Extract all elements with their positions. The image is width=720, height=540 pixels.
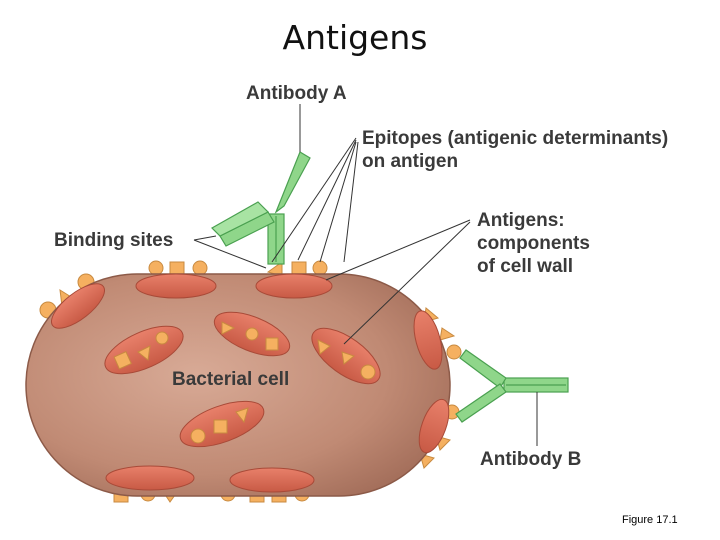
internal-component-3	[311, 327, 381, 385]
wall-component	[418, 398, 450, 454]
label-antigens-line3: of cell wall	[477, 256, 574, 277]
leader-epitope-2	[297, 139, 357, 261]
label-epitopes-line1: Epitopes (antigenic determinants)	[362, 128, 669, 149]
label-binding-sites: Binding sites	[54, 230, 174, 251]
wall-component	[413, 310, 443, 370]
epitope-circle	[148, 260, 164, 276]
epitope-circle	[312, 260, 328, 276]
antibody-b-arm-upper	[459, 349, 507, 389]
label-bacterial-cell: Bacterial cell	[172, 369, 290, 390]
figure-caption: Figure 17.1	[622, 514, 678, 526]
internal-component-4	[179, 400, 265, 448]
leader-antigens-2	[343, 221, 471, 345]
cell-wall-components	[51, 273, 450, 493]
epitope-circle	[192, 260, 208, 276]
internal-component-1	[104, 325, 184, 375]
label-antigens-line1: Antigens:	[477, 210, 565, 231]
label-antibody-b: Antibody B	[480, 449, 582, 470]
label-antigens-line2: components	[477, 233, 590, 254]
wall-component	[135, 273, 217, 299]
epitope-triangle	[439, 327, 456, 341]
antibody-b-arm-lower	[455, 383, 507, 423]
leader-binding-sites	[193, 235, 267, 269]
wall-component	[255, 273, 333, 299]
leader-lines	[193, 104, 538, 446]
bacterial-cell-body	[25, 273, 451, 497]
leader-epitope-4	[343, 141, 359, 263]
wall-component	[229, 467, 315, 493]
internal-component-2	[213, 311, 291, 357]
wall-component	[51, 283, 105, 329]
leader-epitope-1	[271, 137, 357, 263]
leader-epitope-3	[319, 141, 357, 263]
wall-component	[105, 465, 195, 491]
antibody-a-arm-right	[274, 151, 311, 214]
epitope-circle	[446, 344, 462, 360]
label-epitopes-line2: on antigen	[362, 151, 459, 172]
slide-title: Antigens	[282, 18, 428, 57]
antibody-a	[211, 151, 311, 265]
antibody-b	[455, 349, 569, 423]
label-antibody-a: Antibody A	[246, 83, 347, 104]
leader-antigens-1	[325, 219, 471, 281]
